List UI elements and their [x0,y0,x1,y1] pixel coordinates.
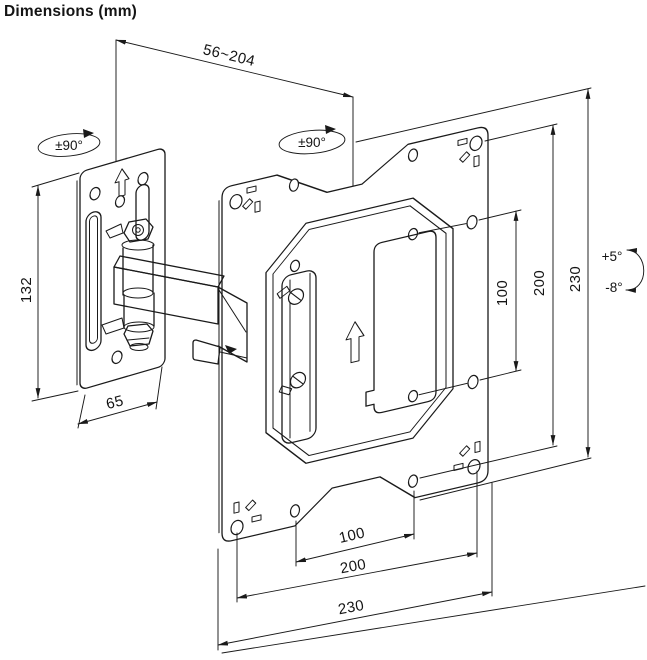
cable-cutout [365,230,437,414]
mount-hole [288,178,300,192]
extension-range-label: 56~204 [201,41,256,70]
dim-wall-swivel: ±90° [37,129,101,157]
locking-screw-bottom [278,371,307,396]
vesa-plate [218,126,489,542]
adapter-hole [407,227,419,241]
dim-extension-range: 56~204 [115,39,354,187]
corner-holes-bottom-right [453,440,481,475]
dim-tilt-range: +5° -8° [602,248,645,295]
arm-top-face [113,255,225,288]
bottom-200-label: 200 [339,556,368,578]
wall-slot-inner [89,215,98,344]
corner-holes-top-right [457,135,483,168]
adapter-hole [407,389,419,403]
arm-front-face [113,266,219,325]
dim-wall-plate-height: 132 [18,172,80,402]
wall-swivel-label: ±90° [55,138,83,153]
right-200-label: 200 [531,270,548,296]
mount-hole [407,148,419,162]
anchor-hole [114,195,126,208]
bottom-100-label: 100 [337,524,366,546]
arm-end-bracket [217,286,248,363]
dim-right-230: 230 [355,87,592,501]
dim-bottom-200: 200 [236,470,478,603]
vesa-plate-outline [221,126,489,542]
swivel-arm [101,218,248,365]
right-230-label: 230 [567,266,584,292]
hook [192,339,248,365]
wall-slot [85,211,102,352]
up-arrow-icon [114,168,130,198]
anchor-hole [111,350,123,365]
adapter-hole [289,259,301,273]
wall-plate [76,148,166,389]
anchor-hole [89,186,101,201]
hinge-bolt-bottom [101,292,155,351]
bracket-brace [218,289,247,333]
corner-holes-top-left [229,185,261,213]
dim-bottom-230: 230 [217,482,646,654]
dim-right-100: 100 [478,209,522,381]
up-arrow-icon [345,321,365,364]
anchor-hole [137,171,149,186]
dim-plate-swivel: ±90° [278,125,346,155]
hinge-cylinder [122,244,154,296]
adapter-plate [265,197,468,464]
hinge-bolt-top [105,218,155,251]
mount-hole [289,504,301,518]
hinge-cylinder-base [122,287,154,299]
mount-hole [407,474,419,488]
tilt-down-label: -8° [605,280,622,295]
plate-swivel-label: ±90° [298,135,326,150]
locking-rail [276,270,317,444]
dim-bottom-100: 100 [295,490,415,567]
wall-plate-outline [79,148,166,389]
corner-holes-bottom-left [230,499,262,536]
wall-plate-width-label: 65 [104,392,125,413]
right-100-label: 100 [494,280,511,306]
page-title: Dimensions (mm) [4,3,137,20]
locking-screw-top [276,285,305,305]
bottom-230-label: 230 [337,597,366,619]
tilt-up-label: +5° [602,249,623,264]
vesa-hole [467,374,479,390]
dim-wall-plate-width: 65 [77,366,163,429]
wall-plate-height-label: 132 [18,277,35,303]
vesa-hole [466,215,478,230]
dim-right-200: 200 [419,123,558,479]
